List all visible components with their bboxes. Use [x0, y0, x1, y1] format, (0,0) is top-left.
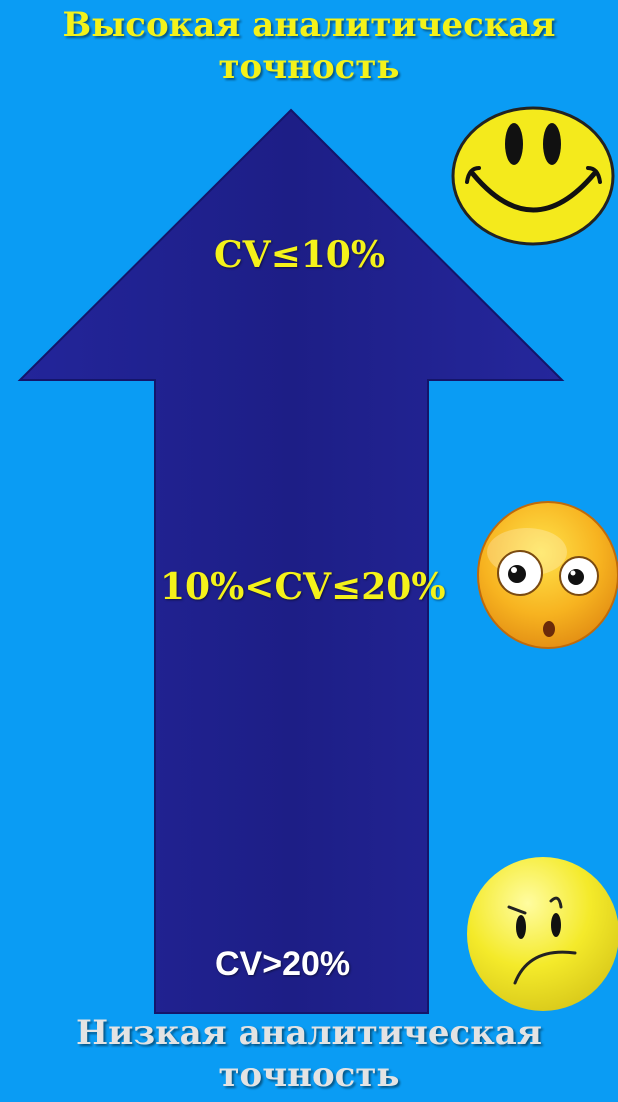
surprised-face-icon	[477, 501, 618, 649]
frowning-face-icon	[467, 857, 618, 1011]
bottom-title: Низкая аналитическая точность	[0, 1012, 618, 1096]
bottom-title-line1: Низкая аналитическая	[76, 1013, 542, 1053]
top-title: Высокая аналитическая точность	[0, 4, 618, 88]
top-title-line1: Высокая аналитическая	[62, 5, 556, 45]
cv-mid-label: 10%<CV≤20%	[160, 566, 446, 608]
bottom-title-line2: точность	[218, 1055, 400, 1095]
smiling-face-icon	[451, 106, 615, 246]
cv-low-label: CV>20%	[215, 945, 351, 983]
top-title-line2: точность	[218, 47, 400, 87]
cv-high-label: CV≤10%	[214, 234, 386, 276]
